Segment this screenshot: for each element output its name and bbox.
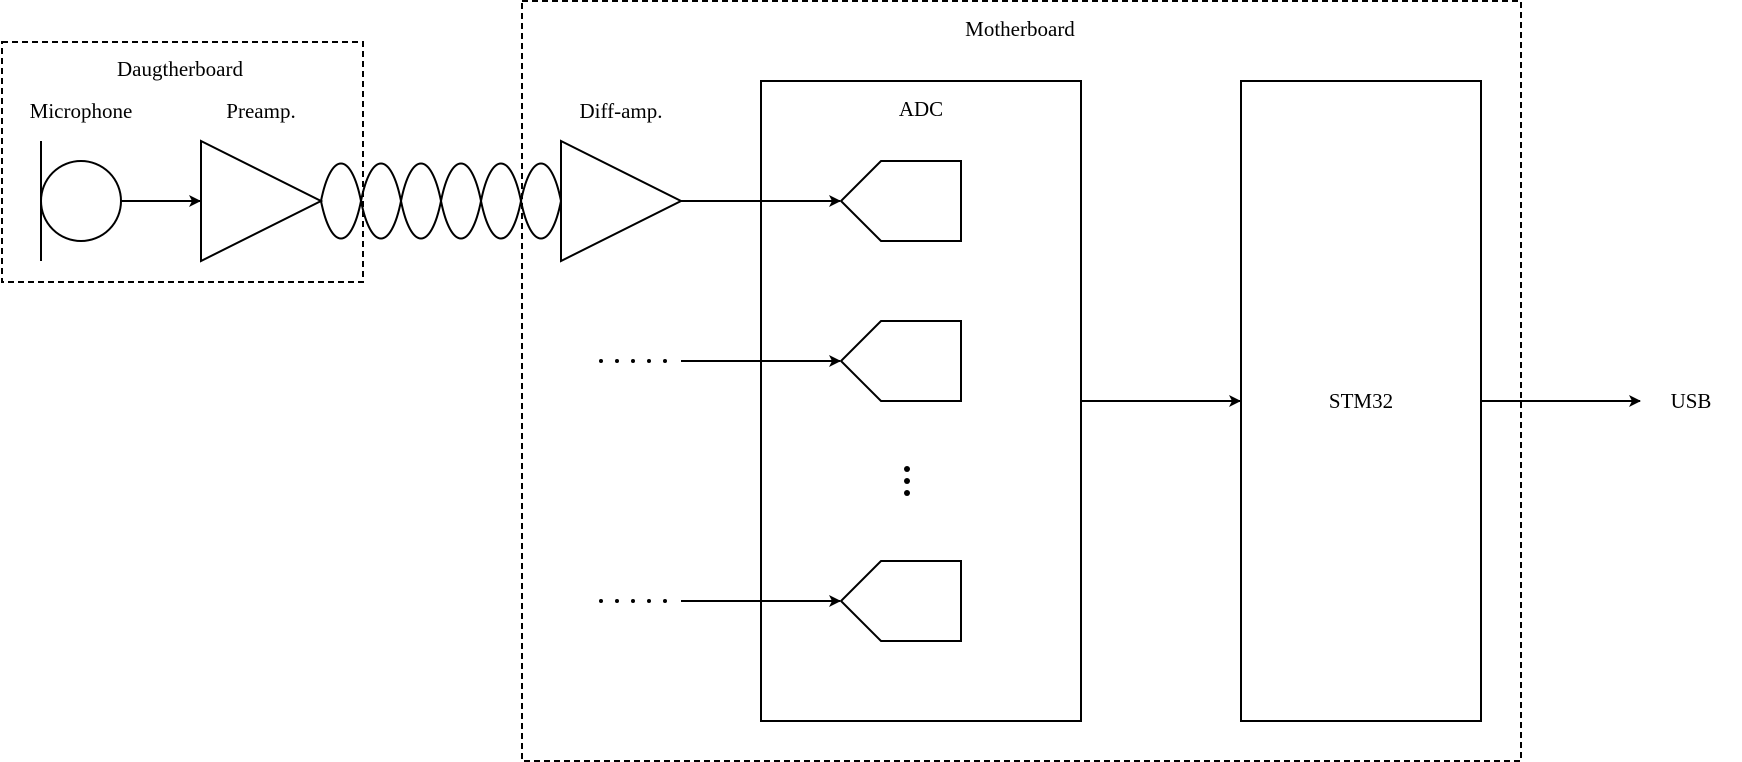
mcu-label: STM32: [1329, 389, 1393, 413]
microphone-icon: [40, 141, 122, 261]
preamp-label: Preamp.: [226, 99, 295, 123]
diffamp-triangle-icon: [560, 139, 684, 263]
microphone-label: Microphone: [30, 99, 133, 123]
preamp-triangle-icon: [200, 139, 324, 263]
motherboard-label: Motherboard: [965, 17, 1075, 41]
daughterboard-label: Daugtherboard: [117, 57, 243, 81]
vertical-ellipsis-icon: [904, 466, 910, 496]
usb-label: USB: [1671, 389, 1712, 413]
diffamp-label: Diff-amp.: [579, 99, 662, 123]
motherboard-boundary: [521, 0, 1522, 762]
adc-label: ADC: [899, 97, 943, 121]
adc-channel-1-icon: [839, 160, 962, 242]
twisted-pair-cable-icon: [320, 162, 562, 240]
channel-3-ellipsis-icon: [599, 599, 667, 603]
daughterboard-boundary: [1, 41, 364, 283]
channel-2-ellipsis-icon: [599, 359, 667, 363]
adc-channel-2-icon: [839, 320, 962, 402]
adc-channel-3-icon: [839, 560, 962, 642]
